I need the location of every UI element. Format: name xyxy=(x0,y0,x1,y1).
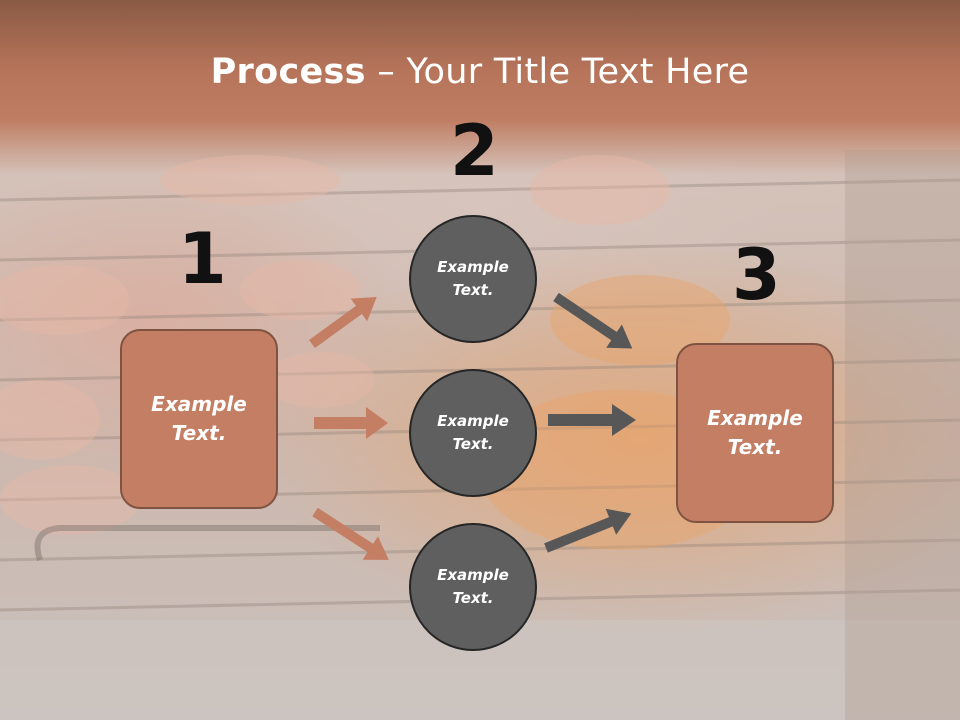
circle-middle: Example Text. xyxy=(409,369,537,497)
right-box-text: Example Text. xyxy=(707,406,803,459)
circle-top: Example Text. xyxy=(409,215,537,343)
step-number-1: 1 xyxy=(178,218,227,300)
circle-top-text: Example Text. xyxy=(437,258,509,299)
left-step-box: Example Text. xyxy=(120,329,278,509)
step-number-3: 3 xyxy=(732,234,781,316)
title-bold: Process xyxy=(210,52,366,92)
arrow-middle-to-right xyxy=(548,404,636,436)
step-number-2: 2 xyxy=(450,110,499,192)
arrow-top-to-right xyxy=(553,292,633,349)
right-step-box: Example Text. xyxy=(676,343,834,523)
arrow-bottom-to-right xyxy=(544,508,632,553)
slide-title: Process – Your Title Text Here xyxy=(0,52,960,92)
circle-middle-text: Example Text. xyxy=(437,412,509,453)
circle-bottom-text: Example Text. xyxy=(437,566,509,607)
arrow-left-to-bottom xyxy=(312,507,389,560)
arrow-left-to-top xyxy=(309,296,377,349)
circle-bottom: Example Text. xyxy=(409,523,537,651)
left-box-text: Example Text. xyxy=(151,392,247,445)
title-rest: – Your Title Text Here xyxy=(365,52,750,92)
arrow-left-to-middle xyxy=(314,407,388,439)
